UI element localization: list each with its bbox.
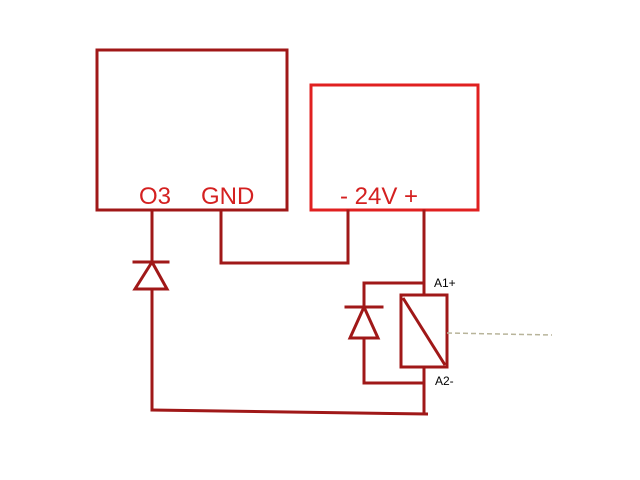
return-wire — [150, 366, 429, 416]
output-diode-triangle — [132, 259, 170, 291]
ground-wire — [219, 209, 350, 265]
output-label: O3 — [139, 183, 171, 210]
coil-a2-label: A2- — [435, 374, 454, 388]
output-diode — [132, 259, 170, 291]
relay-coil-body — [399, 293, 449, 369]
power-supply-box — [309, 83, 480, 212]
relay-coil — [399, 293, 449, 369]
actuation-dashed-line — [446, 332, 553, 336]
ground-label: GND — [201, 183, 254, 210]
relay-diode — [344, 303, 384, 340]
relay-diode-loop-top — [362, 281, 426, 309]
relay-diode-loop-bottom — [362, 336, 426, 385]
supply-voltage-label: - 24V + — [340, 183, 418, 210]
coil-a1-label: A1+ — [434, 276, 456, 290]
relay-diode-triangle — [347, 303, 381, 340]
relay-coil-diagonal — [401, 297, 447, 366]
controller-box — [95, 48, 289, 212]
